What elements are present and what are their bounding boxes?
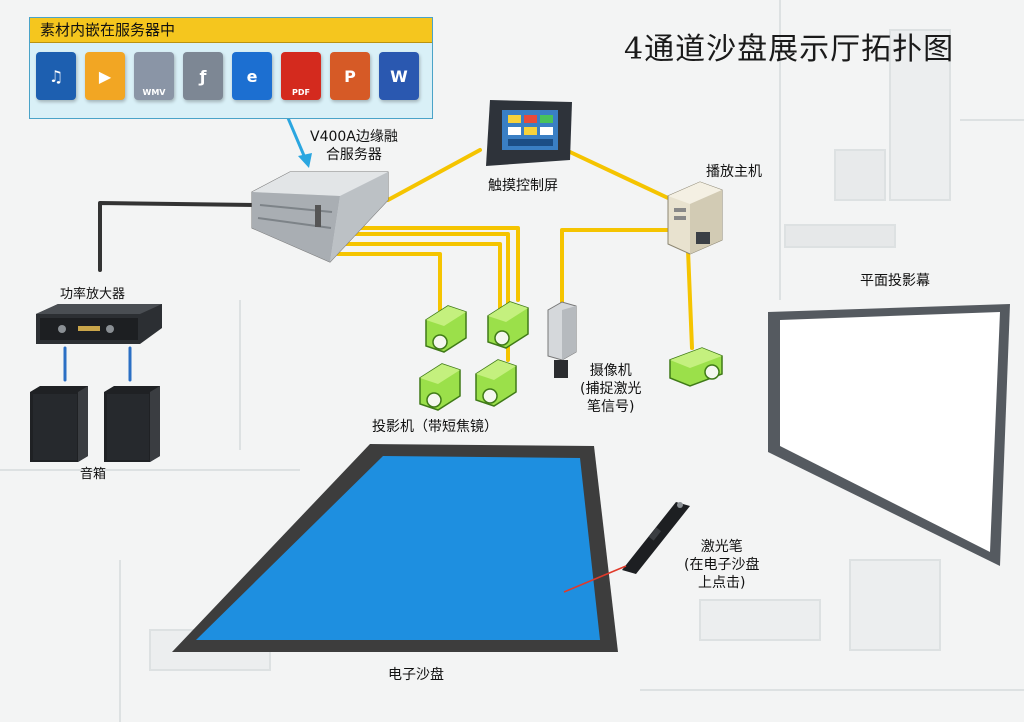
camera-label: 摄像机 (捕捉激光 笔信号)	[580, 362, 641, 416]
touchscreen-host-cable	[568, 150, 670, 200]
touch-control-screen	[486, 100, 572, 166]
projector-3	[419, 363, 461, 411]
laser-pen-label-line-3: 上点击)	[698, 575, 746, 591]
flat-screen-label: 平面投影幕	[860, 273, 930, 289]
screen-projector	[669, 347, 723, 387]
server-touchscreen-cable	[386, 148, 482, 202]
diagram-title: 4通道沙盘展示厅拓扑图	[624, 32, 955, 67]
projector-4	[475, 359, 517, 407]
laser-pen-label-line-1: 激光笔	[700, 539, 743, 555]
laser-pen-label: 激光笔 (在电子沙盘 上点击)	[684, 538, 759, 592]
projectors-label: 投影机（带短焦镜）	[372, 419, 498, 435]
flash-file-icon: ƒ	[183, 52, 223, 100]
server-projector-4-cable	[344, 226, 520, 302]
edge-blending-server	[251, 171, 389, 263]
server-label: V400A边缘融 合服务器	[310, 128, 398, 164]
host-projector-cable	[686, 248, 694, 350]
host-camera-cable	[560, 228, 670, 304]
media-to-server-arrow	[286, 117, 312, 168]
word-file-icon: W	[379, 52, 419, 100]
camera-label-line-3: 笔信号)	[587, 399, 635, 415]
server-projector-2-cable	[340, 242, 502, 310]
electronic-sand-table	[172, 444, 618, 652]
wmv-file-icon-text: WMV	[142, 88, 166, 97]
flat-projection-screen	[768, 304, 1010, 566]
pdf-file-icon-text: PDF	[292, 88, 310, 97]
powerpoint-file-icon: P	[330, 52, 370, 100]
audio-video-file-icon: ♫	[36, 52, 76, 100]
media-panel-header: 素材内嵌在服务器中	[30, 18, 432, 43]
server-projector-1-cable	[336, 252, 442, 312]
host-pc-label: 播放主机	[706, 164, 762, 180]
camera-label-line-2: (捕捉激光	[580, 381, 642, 397]
internet-explorer-icon: e	[232, 52, 272, 100]
projector-2	[487, 301, 529, 349]
wmv-file-icon: WMV	[134, 52, 174, 100]
projector-1	[425, 305, 467, 353]
pdf-file-icon: PDF	[281, 52, 321, 100]
server-label-line-1: V400A边缘融	[310, 129, 398, 145]
playback-host-pc	[667, 181, 723, 255]
sand-table-label: 电子沙盘	[388, 667, 444, 683]
laser-pen-label-line-2: (在电子沙盘	[684, 557, 760, 573]
amplifier-label: 功率放大器	[60, 287, 126, 302]
media-player-icon: ▶	[85, 52, 125, 100]
laser-capture-camera	[547, 301, 577, 378]
speakers-label: 音箱	[80, 467, 107, 482]
touch-screen-label: 触摸控制屏	[488, 178, 558, 194]
speakers	[30, 386, 160, 462]
laser-pen	[563, 502, 690, 593]
power-amplifier	[36, 304, 162, 344]
server-label-line-2: 合服务器	[325, 147, 382, 163]
camera-label-line-1: 摄像机	[589, 363, 632, 379]
amplifier-cable	[98, 201, 258, 272]
